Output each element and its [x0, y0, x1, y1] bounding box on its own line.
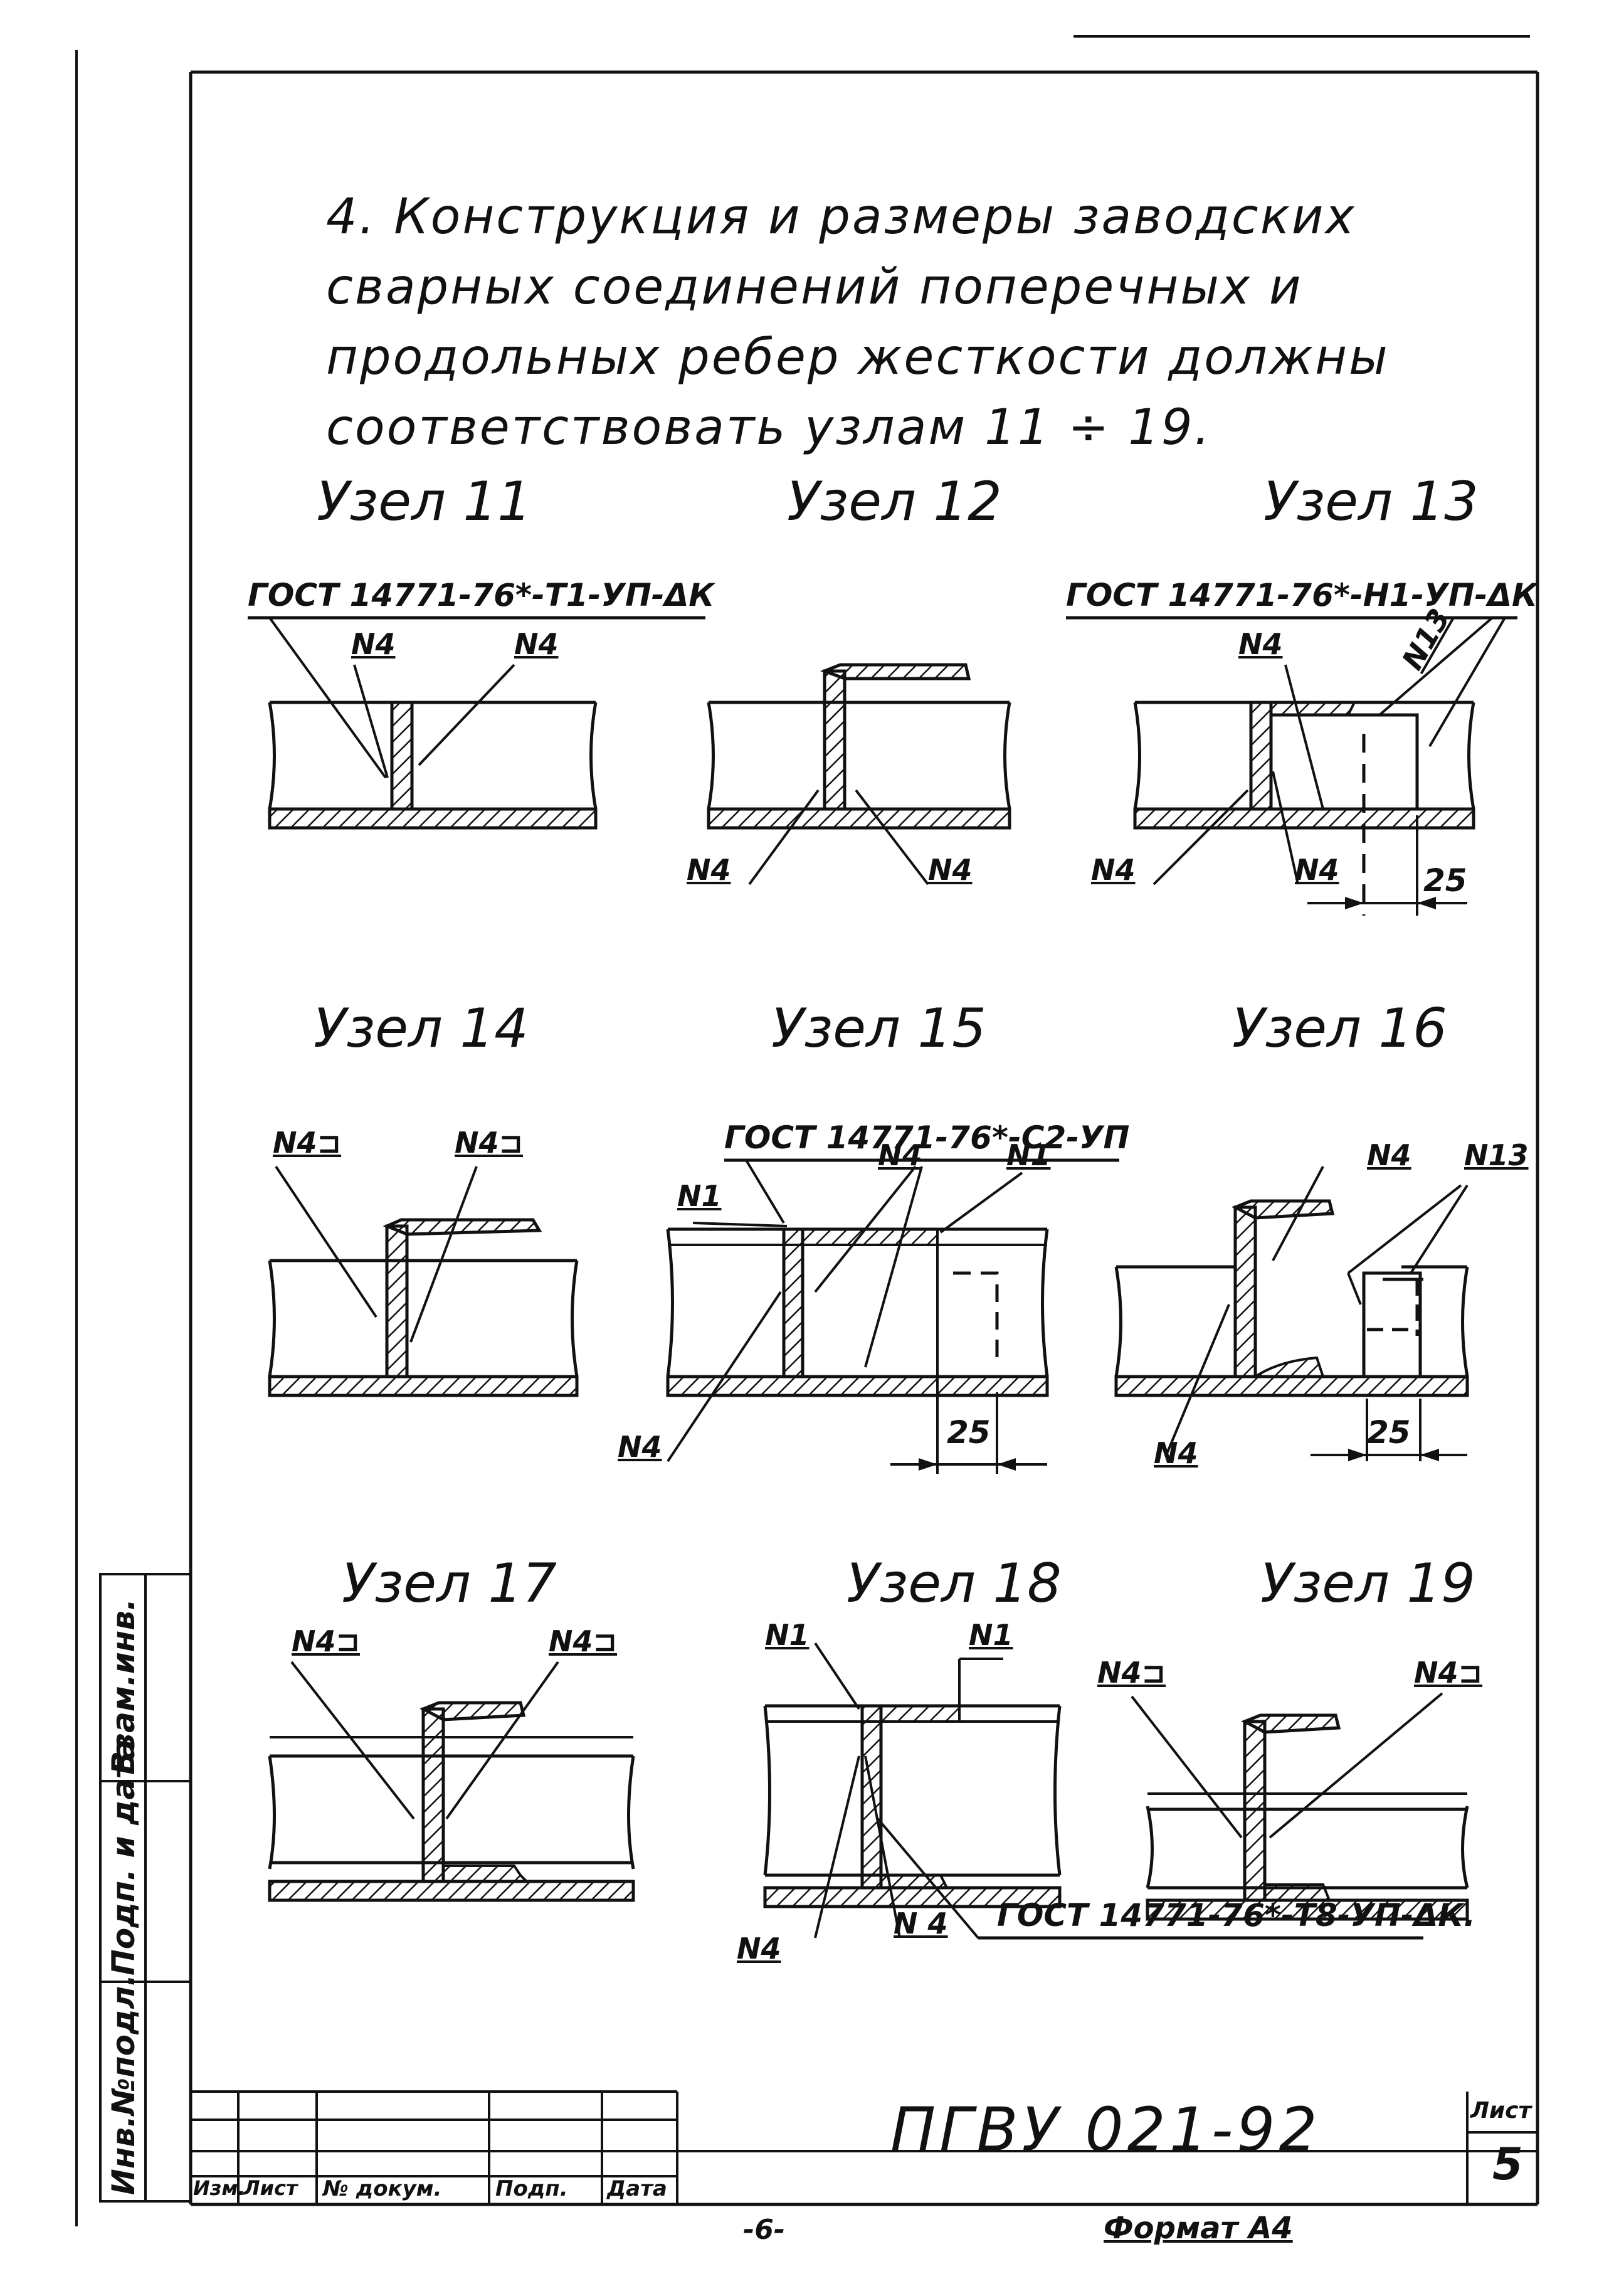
node-18-label-n4-bottom-right: N 4: [894, 1907, 948, 1940]
node-18-title: Узел 18: [847, 1552, 1062, 1615]
node-17-title: Узел 17: [342, 1552, 557, 1615]
document-code: ПГВУ 021-92: [890, 2095, 1321, 2165]
node-16-drawing: [1114, 1166, 1469, 1461]
node-14-label-right: N4⊐: [455, 1126, 524, 1160]
node-13-gost: ГОСТ 14771-76*-Н1-УП-ΔК: [1066, 577, 1538, 613]
node-16-title: Узел 16: [1232, 997, 1447, 1060]
stamp-inv-no: Инв.№подл.: [105, 1974, 142, 2195]
node-11-gost: ГОСТ 14771-76*-Т1-УП-ΔК: [248, 577, 715, 613]
node-15-dimension: 25: [947, 1414, 991, 1451]
tb-col-izm: Изм.: [193, 2176, 246, 2200]
node-15-label-n4-bottom: N4: [618, 1430, 662, 1464]
tb-col-sign: Подп.: [495, 2176, 568, 2201]
node-14-label-left: N4⊐: [273, 1126, 342, 1160]
outer-left-rule: [75, 50, 78, 2226]
tb-col-date: Дата: [607, 2176, 667, 2201]
node-13-label-bottom-left: N4: [1091, 853, 1136, 887]
node-15-drawing: [666, 1158, 1119, 1474]
node-16-label-n4-top: N4: [1367, 1138, 1411, 1172]
node-12-drawing: [707, 663, 1011, 886]
node-19-label-left: N4⊐: [1097, 1656, 1166, 1690]
node-16-label-n13: N13: [1464, 1138, 1529, 1172]
node-11-title: Узел 11: [317, 470, 532, 533]
stamp-replace: Взам.инв.: [105, 1599, 142, 1775]
sheet-number: 5: [1492, 2139, 1523, 2190]
node-19-title: Узел 19: [1260, 1552, 1475, 1615]
page-number: -6-: [743, 2214, 786, 2246]
format-label: Формат А4: [1104, 2211, 1293, 2246]
node-18-drawing: [763, 1642, 1423, 1940]
node-13-label-top-left: N4: [1238, 627, 1283, 661]
node-15-gost: ГОСТ 14771-76*-С2-УП: [724, 1119, 1130, 1156]
drawing-frame: [189, 70, 1539, 2206]
node-11-label-right: N4: [514, 627, 559, 661]
node-18-label-n1-right: N1: [969, 1618, 1013, 1652]
node-13-title: Узел 13: [1263, 470, 1479, 533]
node-16-label-n4-bottom: N4: [1154, 1436, 1198, 1470]
node-11-drawing: [248, 616, 705, 830]
node-13-drawing: [1066, 616, 1517, 916]
node-12-label-right: N4: [928, 853, 973, 887]
node-16-dimension: 25: [1367, 1414, 1411, 1451]
node-15-label-n4-top: N4: [878, 1138, 922, 1172]
node-13-dimension: 25: [1423, 862, 1467, 899]
node-17-label-right: N4⊐: [549, 1624, 618, 1658]
node-14-title: Узел 14: [314, 997, 529, 1060]
node-13-label-bottom-mid: N4: [1295, 853, 1339, 887]
node-17-drawing: [268, 1661, 635, 1902]
top-right-rule: [1073, 35, 1530, 38]
node-14-drawing: [268, 1165, 579, 1397]
node-18-label-n1-left: N1: [765, 1618, 810, 1652]
node-19-drawing: [1131, 1692, 1469, 1921]
node-19-label-right: N4⊐: [1414, 1656, 1483, 1690]
node-18-label-n4-bottom-left: N4: [737, 1932, 781, 1965]
node-15-label-n1-right: N1: [1006, 1138, 1051, 1172]
node-18-gost: ГОСТ 14771-76*-Т8-УП-ΔК.: [997, 1897, 1476, 1934]
node-15-title: Узел 15: [771, 997, 986, 1060]
tb-col-list: Лист: [243, 2176, 298, 2200]
side-stamp: [99, 1573, 192, 2203]
node-15-label-n1-left: N1: [677, 1179, 722, 1213]
node-12-label-left: N4: [687, 853, 731, 887]
title-block: [191, 2090, 1538, 2204]
node-12-title: Узел 12: [787, 470, 1002, 533]
tb-col-doc: № докум.: [323, 2176, 442, 2201]
node-17-label-left: N4⊐: [292, 1624, 361, 1658]
sheet-label: Лист: [1470, 2098, 1532, 2124]
node-11-label-left: N4: [351, 627, 396, 661]
section-4-paragraph: 4. Конструкция и размеры заводских сварн…: [326, 189, 1390, 456]
